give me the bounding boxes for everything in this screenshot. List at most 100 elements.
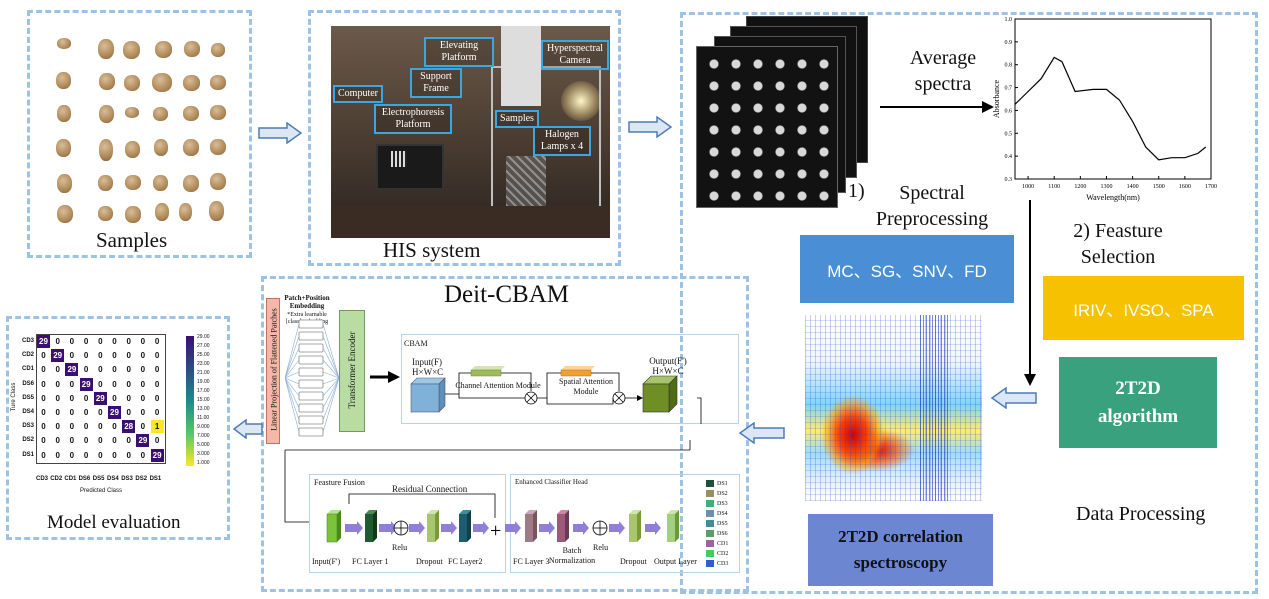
patch-token — [298, 343, 324, 353]
sample-image — [152, 73, 172, 92]
colorbar-tick: 19.00 — [197, 379, 210, 385]
confusion-cell: 0 — [51, 391, 65, 405]
sample-image — [98, 39, 114, 59]
sample-image — [123, 41, 140, 59]
spectrum-ytick: 1.0 — [1005, 17, 1013, 23]
confusion-row-label: DS1 — [22, 451, 34, 458]
confusion-cell: 0 — [93, 363, 107, 377]
model-evaluation-caption: Model evaluation — [47, 512, 181, 533]
legend-label: DS3 — [717, 500, 728, 507]
sample-image — [210, 139, 226, 155]
sample-image — [183, 175, 199, 192]
confusion-cell: 0 — [108, 377, 121, 391]
confusion-cell: 29 — [136, 434, 150, 448]
label-support-frame: Support Frame — [410, 68, 462, 98]
label-samples: Samples — [495, 110, 539, 128]
confusion-cell: 0 — [79, 349, 93, 363]
confusion-cell: 0 — [37, 363, 50, 377]
input-f-label: Input(F') — [312, 557, 341, 566]
spectrum-xtick: 1400 — [1127, 184, 1139, 190]
confusion-cell: 0 — [108, 349, 121, 363]
confusion-cell: 29 — [93, 391, 107, 405]
step-feature-selection: 2) Feasture Selection — [1073, 220, 1163, 268]
preprocessing-methods-box: MC、SG、SNV、FD — [800, 235, 1014, 303]
fc1-label: FC Layer 1 — [352, 557, 389, 566]
sample-image — [125, 141, 140, 158]
confusion-cell: 0 — [136, 406, 150, 419]
confusion-cell: 0 — [37, 434, 50, 448]
confusion-cell: 0 — [122, 448, 136, 462]
linear-projection-label: Linear Projection of Flattened Patches — [269, 308, 279, 431]
patch-token — [298, 355, 324, 365]
cbam-diagram — [410, 366, 702, 424]
feature-fusion-title: Feasture Fusion — [314, 478, 365, 487]
confusion-cell: 0 — [122, 363, 136, 377]
confusion-cell: 0 — [93, 420, 107, 434]
confusion-cell: 0 — [108, 448, 121, 462]
spectrum-xlabel: Wavelength(nm) — [1086, 193, 1140, 202]
sample-image — [184, 41, 200, 57]
patch-token — [298, 427, 324, 437]
confusion-cell: 0 — [136, 448, 150, 462]
legend-swatch — [706, 530, 714, 537]
samples-grid — [45, 35, 235, 225]
sample-image — [125, 175, 141, 190]
selection-methods-box: IRIV、IVSO、SPA — [1043, 276, 1244, 340]
sample-image — [183, 139, 199, 156]
confusion-cell: 0 — [93, 377, 107, 391]
spectrum-ytick: 0.5 — [1005, 131, 1013, 137]
confusion-cell: 29 — [51, 349, 65, 363]
arrow-right-icon — [628, 116, 673, 138]
confusion-cell: 0 — [122, 335, 136, 348]
confusion-cell: 0 — [150, 363, 164, 377]
confusion-cell: 0 — [122, 377, 136, 391]
colorbar-tick: 29.00 — [197, 334, 210, 340]
sample-image — [155, 203, 169, 221]
label-computer: Computer — [333, 85, 383, 103]
confusion-cell: 0 — [136, 363, 150, 377]
sample-image — [183, 106, 199, 121]
confusion-cell: 0 — [51, 434, 65, 448]
confusion-cell: 0 — [136, 335, 150, 348]
confusion-row-label: DS5 — [22, 394, 34, 401]
colorbar-tick: 1.000 — [197, 460, 210, 466]
confusion-cell: 0 — [136, 391, 150, 405]
legend-swatch — [706, 550, 714, 557]
confusion-cell: 0 — [108, 391, 121, 405]
patch-token — [298, 415, 324, 425]
colorbar-tick: 27.00 — [197, 343, 210, 349]
hyperspectral-image-stack — [688, 16, 868, 208]
colorbar-tick: 21.00 — [197, 370, 210, 376]
patch-token — [298, 367, 324, 377]
confusion-col-label: CD2 — [50, 476, 63, 482]
linear-projection-block: Linear Projection of Flattened Patches — [266, 298, 280, 444]
confusion-cell: 29 — [150, 448, 164, 462]
correlation-box: 2T2D correlation spectroscopy — [808, 514, 993, 586]
colorbar-tick: 11.00 — [197, 415, 210, 421]
arrow-left-icon — [232, 419, 263, 439]
average-spectra-label: Average spectra — [909, 47, 977, 95]
data-processing-caption: Data Processing — [1076, 503, 1206, 525]
sample-image — [209, 201, 224, 221]
sample-image — [210, 105, 226, 120]
spectrum-ytick: 0.7 — [1005, 86, 1013, 92]
arrow-right-icon — [880, 101, 994, 113]
arrow-left-icon — [738, 422, 785, 444]
sample-image — [56, 72, 71, 89]
confusion-cell: 0 — [122, 391, 136, 405]
confusion-cell: 0 — [79, 335, 93, 348]
fusion-head-diagram: + — [326, 493, 679, 543]
confusion-cell: 0 — [51, 335, 65, 348]
confusion-cell: 0 — [65, 448, 79, 462]
sample-image — [179, 203, 192, 221]
dropout-label-1: Dropout — [416, 557, 443, 566]
spectrum-xtick: 1600 — [1179, 184, 1191, 190]
confusion-cell: 29 — [108, 406, 121, 419]
spectrum-ylabel: Absorbance — [992, 79, 1001, 118]
patch-token — [298, 403, 324, 413]
confusion-cell: 0 — [79, 420, 93, 434]
confusion-xlabel: Predicted Class — [80, 488, 123, 494]
confusion-cell: 0 — [150, 391, 164, 405]
legend-item: CD2 — [706, 549, 728, 558]
